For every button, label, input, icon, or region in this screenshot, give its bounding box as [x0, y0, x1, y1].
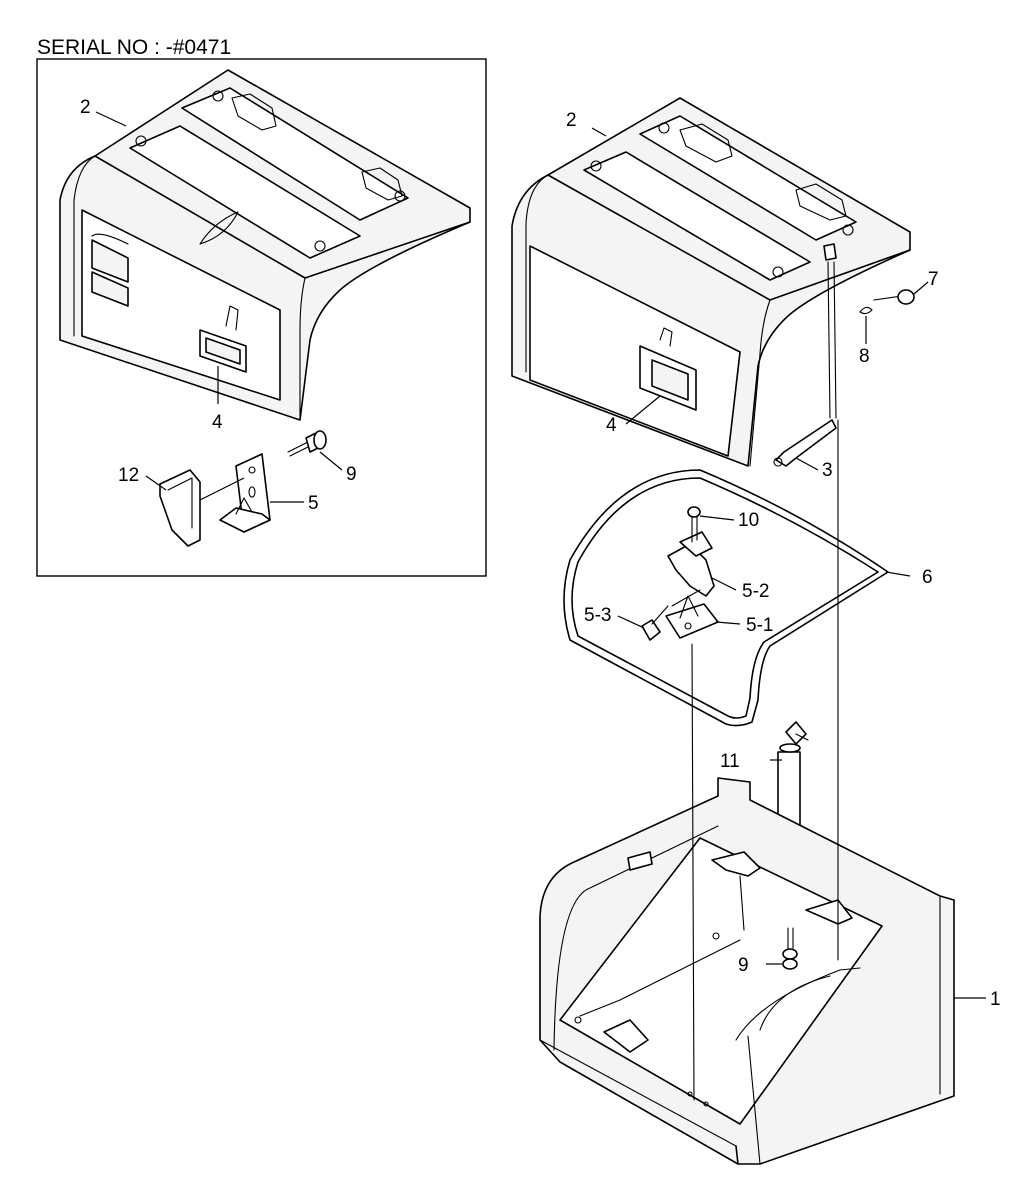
- callout-main-10: 10: [738, 510, 759, 531]
- callout-main-9: 9: [738, 955, 749, 976]
- callout-main-5-2: 5-2: [742, 581, 769, 602]
- callout-inset-9: 9: [346, 464, 357, 485]
- callout-main-2: 2: [566, 110, 577, 131]
- callout-main-8: 8: [859, 346, 870, 367]
- inset-bracket: [219, 453, 271, 533]
- main-support-rod: [563, 469, 889, 727]
- callout-main-11: 11: [720, 751, 740, 772]
- callout-main-4: 4: [606, 415, 617, 436]
- main-base-tray: [539, 777, 955, 1165]
- main-hood-cover: [511, 97, 911, 467]
- main-bolt: [782, 927, 798, 970]
- callout-main-5-3: 5-3: [584, 605, 611, 626]
- inset-catch: [159, 469, 245, 547]
- inset-frame: [36, 58, 487, 577]
- inset-hood-cover: [59, 69, 471, 421]
- callout-inset-5: 5: [308, 493, 319, 514]
- main-pin: [859, 281, 929, 344]
- callout-main-3: 3: [822, 460, 833, 481]
- inset-bolt: [287, 430, 327, 457]
- serial-number: SERIAL NO : -#0471: [37, 36, 231, 59]
- callout-main-5-1: 5-1: [746, 615, 773, 636]
- main-hinge-arm: [773, 243, 837, 467]
- main-latch-assembly: [641, 506, 719, 641]
- callout-main-6: 6: [922, 567, 933, 588]
- callout-main-7: 7: [928, 269, 939, 290]
- callout-inset-4: 4: [212, 412, 223, 433]
- callout-inset-2: 2: [80, 97, 91, 118]
- callout-inset-12: 12: [118, 465, 139, 486]
- callout-main-1: 1: [990, 989, 1001, 1010]
